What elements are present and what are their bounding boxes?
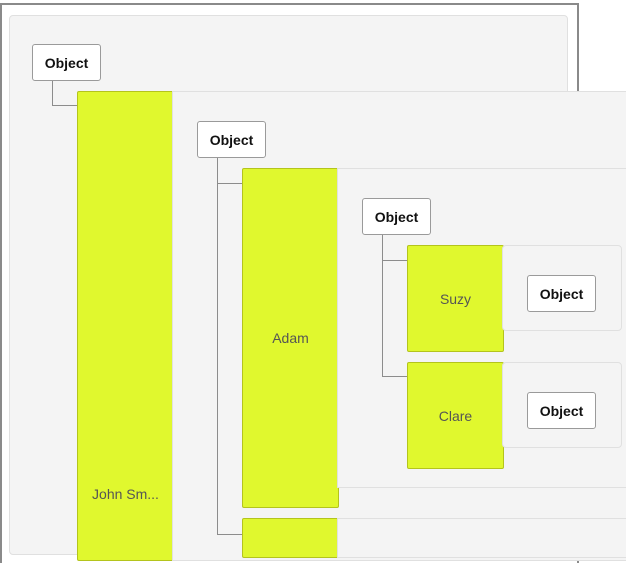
object-button-suzy[interactable]: Object [527,275,596,312]
tree-node-john-smith[interactable]: John Sm... [77,91,174,561]
object-button-clare[interactable]: Object [527,392,596,429]
object-button-level-1[interactable]: Object [32,44,101,81]
connector-vertical-level-1 [52,81,53,106]
connector-vertical-level-2 [217,158,218,535]
object-button-level-3[interactable]: Object [362,198,431,235]
connector-vertical-level-3 [382,235,383,377]
connector-horizontal-suzy [382,260,408,261]
connector-horizontal-adam [217,183,243,184]
connector-horizontal-level-1 [52,105,78,106]
tree-node-adam[interactable]: Adam [242,168,339,508]
tree-node-second-child[interactable] [242,518,339,558]
tree-node-clare[interactable]: Clare [407,362,504,469]
tree-node-label: Adam [272,330,309,346]
tree-node-label: Suzy [439,290,472,307]
tree-node-label: Clare [438,407,473,424]
object-button-level-2[interactable]: Object [197,121,266,158]
tree-node-suzy[interactable]: Suzy [407,245,504,352]
tree-panel-clare [502,362,622,448]
connector-horizontal-clare [382,376,408,377]
tree-node-label: John Sm... [92,486,159,502]
connector-horizontal-second-child [217,534,243,535]
tree-panel-level-3-next [337,518,626,558]
